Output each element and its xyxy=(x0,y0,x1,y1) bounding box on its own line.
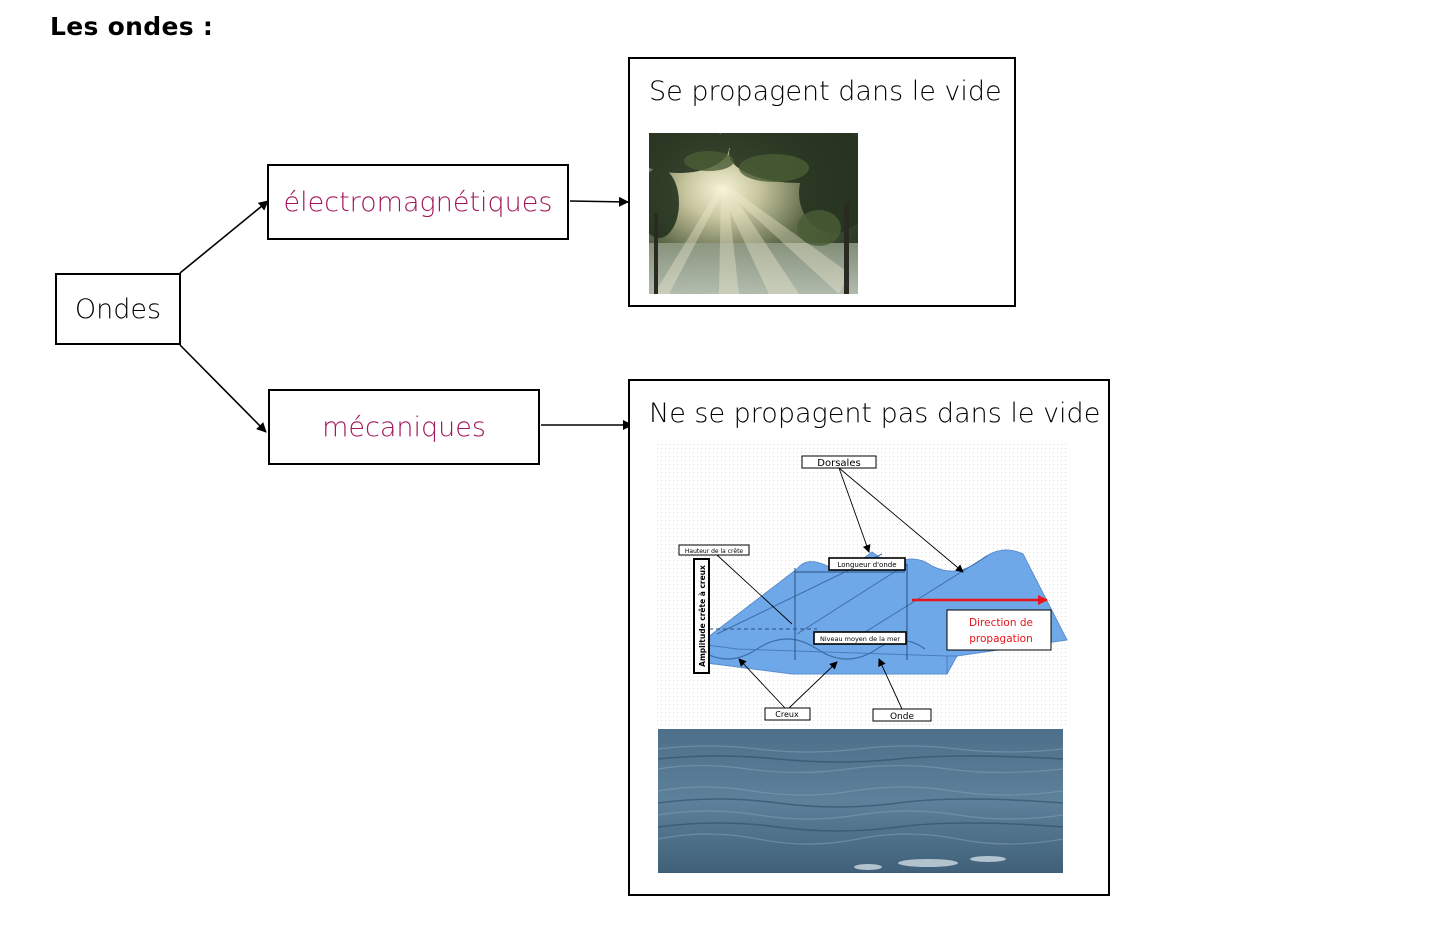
label-direction-1: Direction de xyxy=(969,617,1033,629)
node-electromagnetiques-label: électromagnétiques xyxy=(283,186,553,218)
page-title: Les ondes : xyxy=(50,12,214,41)
node-mecaniques-label: mécaniques xyxy=(322,411,486,443)
label-niveau: Niveau moyen de la mer xyxy=(820,635,900,643)
node-ondes xyxy=(55,273,181,345)
node-electromagnetiques xyxy=(267,164,569,240)
label-creux: Creux xyxy=(775,710,799,719)
label-dorsales: Dorsales xyxy=(817,458,860,469)
panel-electromagnetiques-text: Se propagent dans le vide xyxy=(649,76,1002,107)
arrow-electromagnetic-to-panel xyxy=(569,196,629,207)
sea-waves-image xyxy=(658,729,1063,873)
node-mecaniques xyxy=(268,389,540,465)
node-ondes-label: Ondes xyxy=(74,293,162,325)
label-direction-2: propagation xyxy=(969,633,1033,645)
label-amplitude: Amplitude crête à creux xyxy=(698,565,707,667)
label-onde: Onde xyxy=(890,712,915,722)
label-hauteur: Hauteur de la crête xyxy=(685,548,744,555)
panel-mecaniques-text: Ne se propagent pas dans le vide xyxy=(649,398,1101,429)
arrow-root-to-mechanical xyxy=(179,344,267,433)
label-longueur: Longueur d'onde xyxy=(837,561,896,569)
sunlight-forest-image xyxy=(649,133,858,294)
wave-diagram: Dorsales Hauteur de la crête Longueur d'… xyxy=(657,444,1069,728)
arrow-root-to-electromagnetic xyxy=(179,200,269,274)
